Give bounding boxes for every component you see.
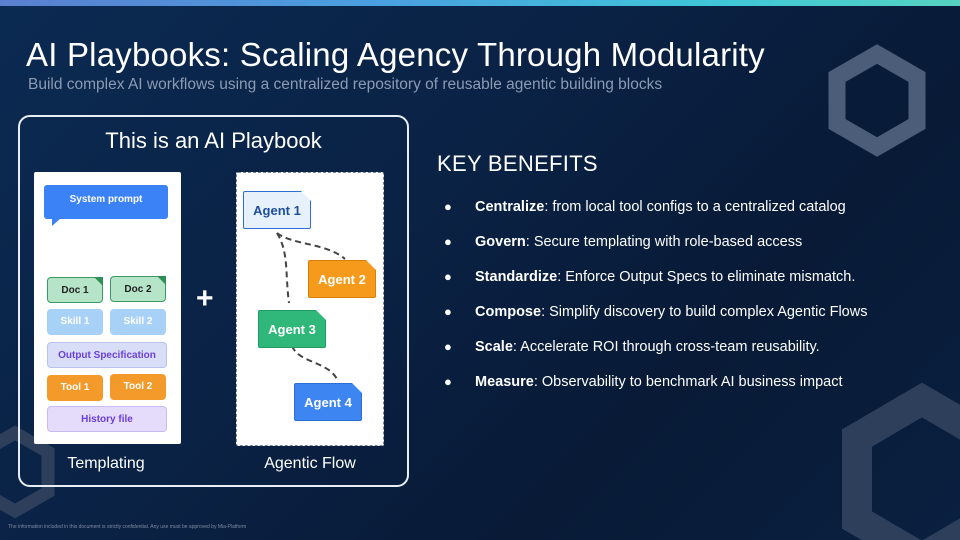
doc-2-label: Doc 2 <box>124 284 152 295</box>
bullet-icon: ● <box>444 269 452 284</box>
benefit-keyword: Scale <box>475 339 513 355</box>
plus-icon: + <box>196 282 214 315</box>
corner-fold-icon <box>352 383 362 393</box>
corner-fold-icon <box>366 260 376 270</box>
speech-bubble-tail-icon <box>52 218 61 226</box>
agent-4-label: Agent 4 <box>304 395 352 410</box>
templating-caption: Templating <box>67 455 145 472</box>
benefit-keyword: Compose <box>475 304 542 320</box>
corner-fold-icon <box>301 191 311 201</box>
benefit-keyword: Standardize <box>475 269 558 285</box>
tool-1-chip: Tool 1 <box>47 375 103 401</box>
page-fold-icon <box>94 277 103 286</box>
hexagon-decoration-bottom-right <box>842 382 960 540</box>
doc-1-chip: Doc 1 <box>47 277 103 303</box>
benefit-text: : Enforce Output Specs to eliminate mism… <box>557 269 856 285</box>
top-gradient-bar <box>0 0 960 6</box>
benefit-keyword: Measure <box>475 374 534 390</box>
agent-2-label: Agent 2 <box>318 272 366 287</box>
page-fold-icon <box>157 276 166 285</box>
bullet-icon: ● <box>444 234 452 249</box>
benefit-item-govern: ● Govern: Secure templating with role-bas… <box>444 234 802 250</box>
page-subtitle: Build complex AI workflows using a centr… <box>28 76 663 93</box>
playbook-heading: This is an AI Playbook <box>105 128 322 153</box>
agentic-flow-caption: Agentic Flow <box>264 455 356 472</box>
confidentiality-footer: The information included in this documen… <box>8 524 247 530</box>
benefit-item-scale: ● Scale: Accelerate ROI through cross-tea… <box>444 339 820 355</box>
bullet-icon: ● <box>444 199 452 214</box>
benefit-item-centralize: ● Centralize: from local tool configs to … <box>444 199 846 215</box>
page-title: AI Playbooks: Scaling Agency Through Mod… <box>26 36 765 73</box>
benefit-item-measure: ● Measure: Observability to benchmark AI … <box>444 374 843 390</box>
skill-2-chip: Skill 2 <box>110 309 166 335</box>
system-prompt-block: System prompt <box>44 185 168 219</box>
benefit-text: : Simplify discovery to build complex Ag… <box>541 304 868 320</box>
benefit-text: : from local tool configs to a centraliz… <box>544 199 846 215</box>
agent-flow-connectors <box>276 232 346 380</box>
playbook-card: This is an AI Playbook System prompt Doc… <box>18 115 409 487</box>
tool-2-chip: Tool 2 <box>110 374 166 400</box>
doc-2-chip: Doc 2 <box>110 276 166 302</box>
agent-3-node: Agent 3 <box>258 310 326 348</box>
bullet-icon: ● <box>444 339 452 354</box>
skill-1-chip: Skill 1 <box>47 309 103 335</box>
agent-4-node: Agent 4 <box>294 383 362 421</box>
agentic-flow-panel: Agent 1 Agent 2 Agent 3 Agent 4 <box>236 172 384 446</box>
bullet-icon: ● <box>444 304 452 319</box>
agent-3-label: Agent 3 <box>268 322 316 337</box>
benefit-text: : Observability to benchmark AI business… <box>533 374 843 390</box>
agent-1-node: Agent 1 <box>243 191 311 229</box>
output-specification-chip: Output Specification <box>47 342 167 368</box>
key-benefits-heading: KEY BENEFITS <box>437 151 598 176</box>
benefit-keyword: Centralize <box>475 199 545 215</box>
benefit-text: : Accelerate ROI through cross-team reus… <box>512 339 820 355</box>
benefit-keyword: Govern <box>475 234 526 250</box>
corner-fold-icon <box>316 310 326 320</box>
agent-1-label: Agent 1 <box>253 203 301 218</box>
agent-2-node: Agent 2 <box>308 260 376 298</box>
history-file-chip: History file <box>47 406 167 432</box>
templating-panel: System prompt Doc 1 Doc 2 Skill 1 Skill … <box>34 172 181 444</box>
doc-1-label: Doc 1 <box>61 285 89 296</box>
benefit-text: : Secure templating with role-based acce… <box>525 234 803 250</box>
hexagon-decoration-bottom-left <box>0 425 55 519</box>
hexagon-decoration-top-right <box>828 44 926 157</box>
benefit-item-compose: ● Compose: Simplify discovery to build co… <box>444 304 867 320</box>
benefit-item-standardize: ● Standardize: Enforce Output Specs to el… <box>444 269 855 285</box>
bullet-icon: ● <box>444 374 452 389</box>
